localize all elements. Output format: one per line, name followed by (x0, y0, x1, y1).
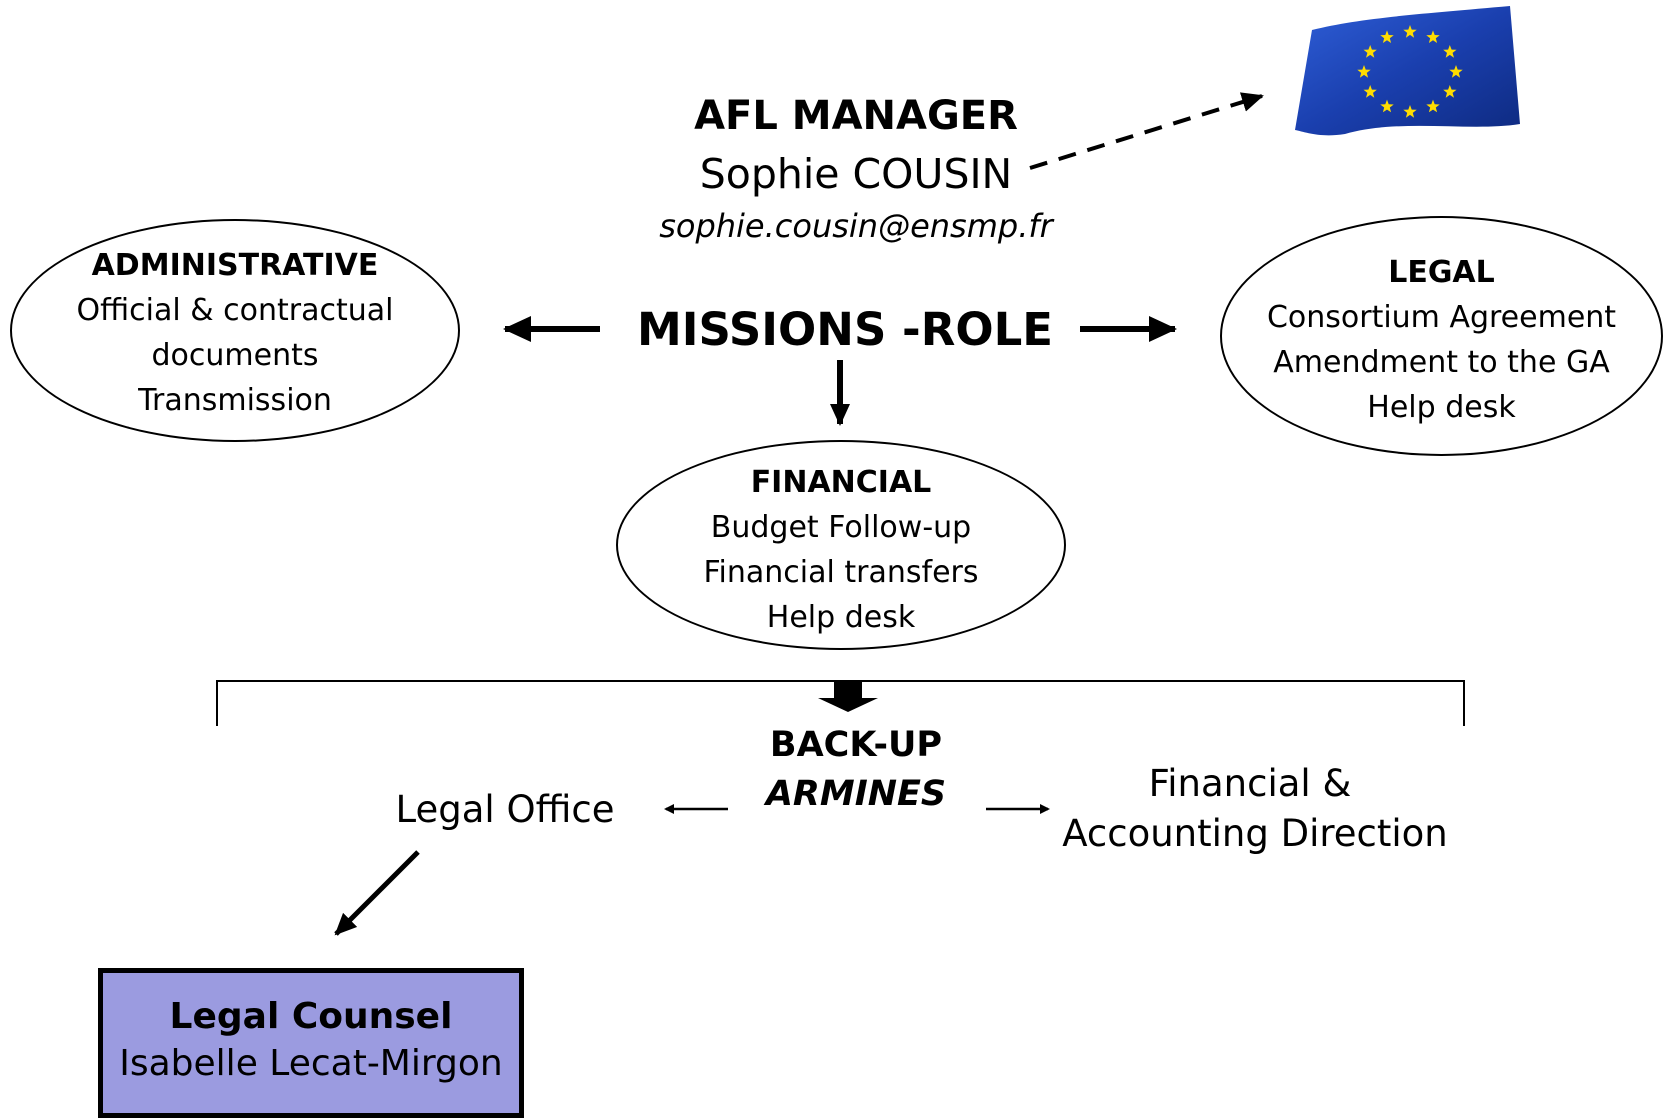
eu-star-icon (1357, 65, 1371, 78)
manager-to-eu-arrow (1029, 92, 1264, 170)
eu-star-icon (1363, 45, 1377, 58)
legal-line: Amendment to the GA (1273, 345, 1610, 380)
administrative-title: ADMINISTRATIVE (91, 248, 379, 283)
administrative-line: Official & contractual (76, 293, 394, 328)
eu-star-icon (1380, 30, 1394, 43)
backup-org: ARMINES (765, 774, 947, 814)
legal-counsel-name: Isabelle Lecat-Mirgon (119, 1043, 503, 1084)
administrative-line: Transmission (138, 383, 332, 418)
manager-name: Sophie COUSIN (699, 150, 1013, 198)
legal-title: LEGAL (1388, 255, 1495, 290)
eu-star-icon (1443, 45, 1457, 58)
backup-down-arrow (818, 681, 878, 712)
administrative-line: documents (151, 338, 319, 373)
missions-label: MISSIONS -ROLE (636, 303, 1054, 356)
legal-ellipse: LEGAL Consortium Agreement Amendment to … (1220, 216, 1663, 456)
eu-star-icon (1426, 99, 1440, 113)
manager-title: AFL MANAGER (694, 93, 1018, 139)
eu-flag-icon (1295, 6, 1520, 136)
manager-email: sophie.cousin@ensmp.fr (659, 207, 1053, 245)
financial-line: Budget Follow-up (710, 510, 972, 545)
financial-line: Financial transfers (703, 555, 979, 590)
eu-star-icon (1449, 65, 1463, 78)
legal-office-label: Legal Office (395, 788, 615, 831)
legal-line: Consortium Agreement (1266, 300, 1617, 335)
eu-star-icon (1380, 99, 1394, 113)
backup-title: BACK-UP (769, 725, 943, 765)
finance-direction-line1: Financial & (1148, 762, 1352, 805)
eu-star-icon (1426, 30, 1440, 43)
legal-counsel-title: Legal Counsel (169, 996, 453, 1037)
arrow-to-legal-counsel (334, 850, 420, 936)
eu-star-icon (1403, 105, 1417, 118)
eu-star-icon (1363, 85, 1377, 98)
administrative-ellipse: ADMINISTRATIVE Official & contractual do… (10, 219, 460, 442)
financial-ellipse: FINANCIAL Budget Follow-up Financial tra… (616, 440, 1066, 650)
financial-title: FINANCIAL (750, 465, 932, 500)
eu-star-icon (1443, 85, 1457, 98)
eu-star-icon (1403, 25, 1417, 38)
financial-line: Help desk (766, 600, 916, 635)
finance-direction-line2: Accounting Direction (1062, 812, 1448, 855)
legal-line: Help desk (1367, 390, 1516, 425)
legal-counsel-box: Legal Counsel Isabelle Lecat-Mirgon (98, 968, 524, 1118)
